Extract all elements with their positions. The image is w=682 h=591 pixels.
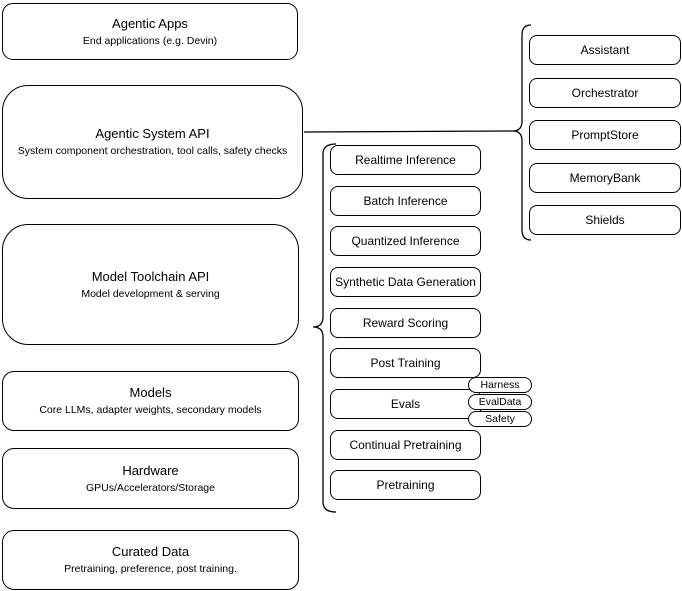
layer-subtitle: Model development & serving xyxy=(81,287,220,300)
layer-subtitle: System component orchestration, tool cal… xyxy=(17,145,288,157)
eval-tag-label: Safety xyxy=(485,412,515,425)
system-component-box: Assistant xyxy=(529,35,681,65)
system-component-box: MemoryBank xyxy=(529,162,681,193)
layer-title: Models xyxy=(129,385,172,400)
toolchain-service-box: Continual Pretraining xyxy=(330,429,481,460)
eval-tag-label: EvalData xyxy=(478,395,522,408)
layer-box-hardware: Hardware GPUs/Accelerators/Storage xyxy=(2,448,299,509)
eval-tag-pill: EvalData xyxy=(468,393,532,410)
layer-title: Hardware xyxy=(122,462,179,478)
toolchain-service-box: Reward Scoring xyxy=(330,307,481,338)
toolchain-service-box: Realtime Inference xyxy=(330,145,481,175)
system-component-box: PromptStore xyxy=(529,120,681,150)
layer-subtitle: End applications (e.g. Devin) xyxy=(82,34,218,47)
eval-tag-pill: Safety xyxy=(468,410,532,427)
eval-tag-label: Harness xyxy=(480,379,520,391)
toolchain-service-label: Realtime Inference xyxy=(355,153,456,167)
system-component-label: MemoryBank xyxy=(569,170,641,185)
layer-subtitle: GPUs/Accelerators/Storage xyxy=(86,481,215,494)
toolchain-service-box: Batch Inference xyxy=(330,185,481,216)
layer-title: Model Toolchain API xyxy=(91,268,210,284)
layer-title: Agentic Apps xyxy=(112,15,188,31)
toolchain-service-box: Evals xyxy=(330,388,481,419)
toolchain-service-box: Pretraining xyxy=(330,470,481,501)
toolchain-service-label: Synthetic Data Generation xyxy=(335,274,476,289)
layer-box-curated-data: Curated Data Pretraining, preference, po… xyxy=(2,530,299,590)
system-component-label: Shields xyxy=(585,213,625,227)
system-component-label: PromptStore xyxy=(571,128,639,142)
toolchain-service-label: Post Training xyxy=(370,356,441,371)
layer-title: Agentic System API xyxy=(95,126,210,141)
toolchain-service-label: Batch Inference xyxy=(363,193,448,208)
toolchain-service-label: Pretraining xyxy=(376,478,435,493)
toolchain-service-label: Quantized Inference xyxy=(351,234,460,249)
system-api-connector-line xyxy=(303,130,514,133)
system-component-box: Shields xyxy=(529,205,681,235)
system-component-label: Assistant xyxy=(580,43,630,57)
eval-tag-pill: Harness xyxy=(468,377,532,393)
system-component-box: Orchestrator xyxy=(529,77,681,108)
toolchain-service-label: Continual Pretraining xyxy=(349,437,462,452)
toolchain-service-label: Evals xyxy=(390,396,421,411)
toolchain-service-box: Quantized Inference xyxy=(330,226,481,257)
layer-box-agentic-system-api: Agentic System API System component orch… xyxy=(2,85,303,199)
toolchain-service-label: Reward Scoring xyxy=(362,315,449,330)
layer-box-agentic-apps: Agentic Apps End applications (e.g. Devi… xyxy=(2,3,298,60)
layer-subtitle: Core LLMs, adapter weights, secondary mo… xyxy=(39,404,262,416)
toolchain-service-box: Synthetic Data Generation xyxy=(330,266,481,297)
toolchain-service-box: Post Training xyxy=(330,348,481,379)
system-component-label: Orchestrator xyxy=(571,85,639,100)
layer-box-models: Models Core LLMs, adapter weights, secon… xyxy=(2,371,299,431)
layer-subtitle: Pretraining, preference, post training. xyxy=(64,563,237,575)
layer-box-model-toolchain-api: Model Toolchain API Model development & … xyxy=(2,224,299,345)
layer-title: Curated Data xyxy=(111,544,190,559)
